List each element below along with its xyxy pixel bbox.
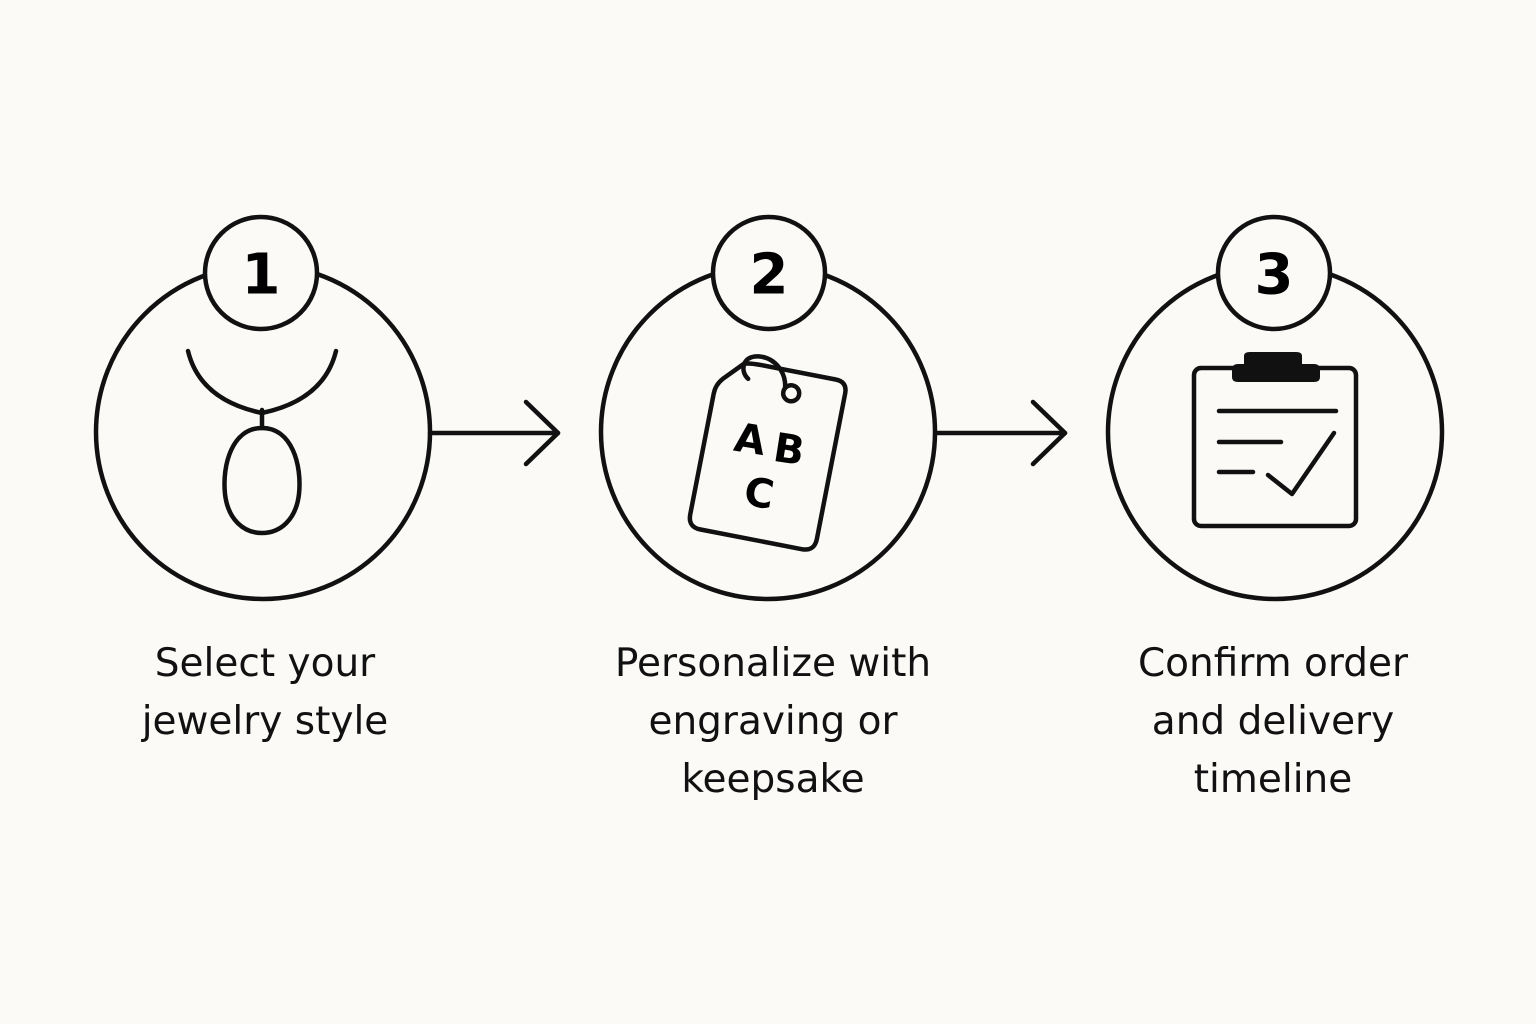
step-2: 2 A B C	[598, 214, 938, 602]
step-3: 3	[1105, 214, 1445, 602]
caption-line: Personalize with	[614, 641, 932, 686]
caption-line: keepsake	[681, 757, 865, 802]
caption-line: timeline	[1193, 757, 1353, 802]
caption-line: engraving or	[648, 699, 898, 744]
tag-letter-c: C	[741, 469, 777, 519]
caption-line: and delivery	[1151, 699, 1395, 744]
step-1: 1	[93, 214, 433, 602]
step-2-caption: Personalize with engraving or keepsake	[563, 635, 983, 809]
caption-line: Confirm order	[1137, 641, 1409, 686]
caption-line: Select your	[154, 641, 376, 686]
tag-letter-b: B	[770, 425, 807, 475]
caption-line: jewelry style	[141, 699, 389, 744]
engraved-tag-icon: A B C	[687, 354, 848, 552]
arrow-right-icon	[427, 399, 561, 467]
step-1-caption: Select your jewelry style	[55, 635, 475, 751]
step-1-number: 1	[242, 243, 281, 308]
step-3-caption: Confirm order and delivery timeline	[1063, 635, 1483, 809]
step-3-number: 3	[1255, 243, 1294, 308]
step-3-number-badge	[1215, 214, 1333, 332]
tag-letter-a: A	[731, 415, 769, 465]
necklace-pendant-icon	[185, 348, 339, 536]
arrow-right-icon	[934, 399, 1068, 467]
step-2-number-badge	[710, 214, 828, 332]
clipboard-check-icon	[1191, 352, 1359, 529]
step-2-number: 2	[750, 243, 789, 308]
step-1-number-badge	[202, 214, 320, 332]
